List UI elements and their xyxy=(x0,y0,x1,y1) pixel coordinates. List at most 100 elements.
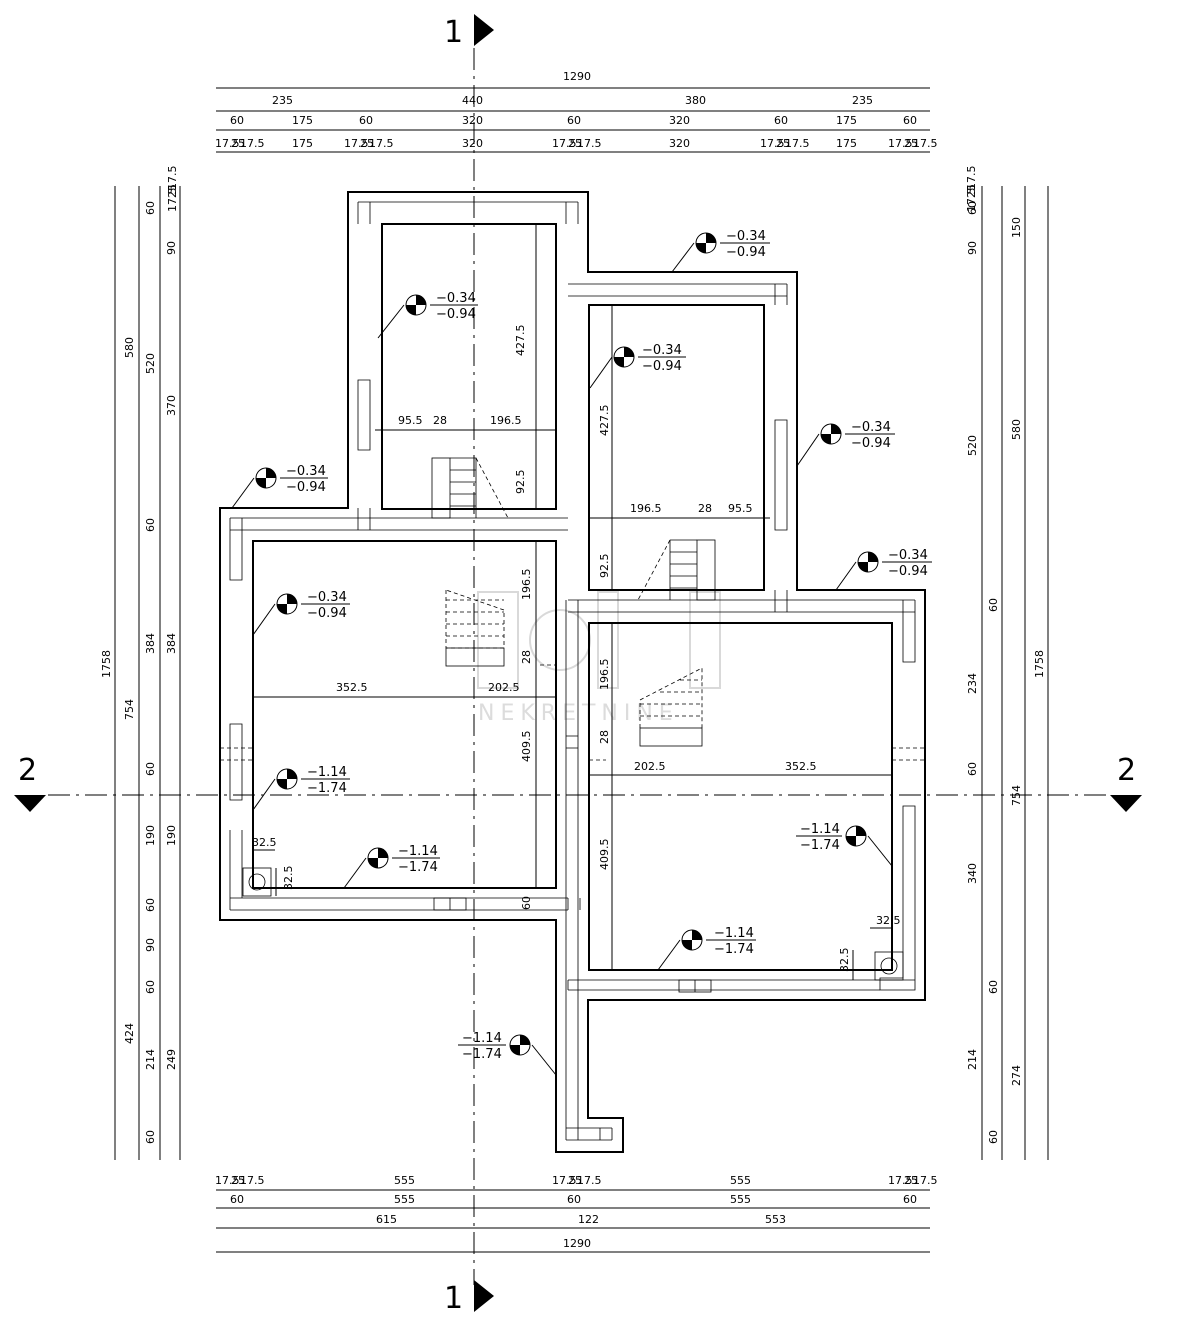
dim-text: 214 xyxy=(966,1049,979,1070)
dim-text: 175 xyxy=(292,137,313,150)
dim-text: 17.5 xyxy=(913,137,938,150)
dim-text: 553 xyxy=(765,1213,786,1226)
dim-text: 340 xyxy=(966,863,979,884)
dim-text: 17.5 xyxy=(215,137,240,150)
dim-text: 1758 xyxy=(100,650,113,678)
dim-text: 427.5 xyxy=(598,405,611,437)
dim-text: 370 xyxy=(165,395,178,416)
dim-text: 25 xyxy=(231,1174,245,1187)
dim-text: 754 xyxy=(1010,785,1023,806)
dim-text: 90 xyxy=(144,938,157,952)
room-ne-upper xyxy=(588,304,765,591)
dim-text: 196.5 xyxy=(520,569,533,601)
dim-text: 60 xyxy=(144,201,157,215)
outer-wall xyxy=(219,191,926,1153)
dim-text: 28 xyxy=(598,730,611,744)
dim-text: 190 xyxy=(165,825,178,846)
dim-text: 17.5 xyxy=(785,137,810,150)
dim-text: 380 xyxy=(685,94,706,107)
dim-text: 122 xyxy=(578,1213,599,1226)
dim-text: 352.5 xyxy=(336,681,368,694)
dim-text: 520 xyxy=(144,353,157,374)
dim-text: 60 xyxy=(987,980,1000,994)
room-sw-lower xyxy=(252,540,557,889)
dim-text: 17.5 xyxy=(965,166,978,191)
dim-text: 60 xyxy=(359,114,373,127)
level-bottom: −0.94 xyxy=(642,359,682,374)
dim-text: 352.5 xyxy=(785,760,817,773)
dim-text: 235 xyxy=(852,94,873,107)
dim-text: 60 xyxy=(567,1193,581,1206)
dim-text: 320 xyxy=(462,137,483,150)
dim-text: 580 xyxy=(1010,419,1023,440)
level-marker: −0.34 −0.94 xyxy=(252,590,350,636)
building-walls xyxy=(219,191,926,1153)
level-marker: −0.34 −0.94 xyxy=(231,464,328,509)
dim-text: 60 xyxy=(903,1193,917,1206)
level-marker: −0.34 −0.94 xyxy=(796,420,895,467)
dim-text: 409.5 xyxy=(520,731,533,763)
dim-text: 17.5 xyxy=(965,188,978,213)
section-arrow-icon xyxy=(1110,795,1142,812)
level-bottom: −1.74 xyxy=(398,860,438,875)
dim-text: 520 xyxy=(966,435,979,456)
dim-text: 32.5 xyxy=(838,948,851,973)
dim-text: 60 xyxy=(230,114,244,127)
level-bottom: −1.74 xyxy=(800,838,840,853)
bottom-dimensions: 17.5 25 17.5 555 17.5 25 17.5 555 17.5 2… xyxy=(215,1174,938,1250)
dim-text: 175 xyxy=(292,114,313,127)
level-marker: −1.14 −1.74 xyxy=(796,822,893,867)
dim-text: 95.5 xyxy=(398,414,423,427)
dim-text: 202.5 xyxy=(488,681,520,694)
dim-text: 90 xyxy=(165,241,178,255)
level-bottom: −1.74 xyxy=(462,1047,502,1062)
level-bottom: −0.94 xyxy=(307,606,347,621)
level-top: −1.14 xyxy=(398,844,438,859)
dimension-lines xyxy=(114,87,1049,1253)
level-marker: −0.34 −0.94 xyxy=(589,343,686,389)
dim-text: 25 xyxy=(360,137,374,150)
dim-text: 409.5 xyxy=(598,839,611,871)
chimney xyxy=(242,867,272,897)
level-top: −0.34 xyxy=(726,229,766,244)
dim-text: 60 xyxy=(144,898,157,912)
level-bottom: −0.94 xyxy=(888,564,928,579)
left-dimensions: 1758 580 754 424 520 384 190 214 60 90 3… xyxy=(100,166,179,1145)
dim-text: 25 xyxy=(904,1174,918,1187)
level-top: −1.14 xyxy=(714,926,754,941)
dim-text: 274 xyxy=(1010,1065,1023,1086)
dim-text: 60 xyxy=(230,1193,244,1206)
dim-text: 25 xyxy=(776,137,790,150)
dim-text: 25 xyxy=(166,184,179,198)
stairs xyxy=(431,457,716,747)
dim-text: 90 xyxy=(966,241,979,255)
dim-text: 190 xyxy=(144,825,157,846)
level-markers: −0.34 −0.94 −0.34 −0.94 −0.34 −0.94 −0.3… xyxy=(231,229,932,1076)
level-top: −0.34 xyxy=(307,590,347,605)
section-arrow-icon xyxy=(14,795,46,812)
dim-text: 384 xyxy=(144,633,157,654)
level-top: −0.34 xyxy=(851,420,891,435)
dim-text: 32.5 xyxy=(282,866,295,891)
dim-text: 17.5 xyxy=(760,137,785,150)
level-marker: −1.14 −1.74 xyxy=(343,844,440,889)
dim-text: 25 xyxy=(904,137,918,150)
level-bottom: −1.74 xyxy=(307,781,347,796)
dim-text: 234 xyxy=(966,673,979,694)
dim-text: 17.5 xyxy=(344,137,369,150)
dim-text: 60 xyxy=(144,1130,157,1144)
dim-text: 92.5 xyxy=(514,470,527,495)
level-bottom: −0.94 xyxy=(436,307,476,322)
level-marker: −1.14 −1.74 xyxy=(252,765,350,811)
dim-text: 32.5 xyxy=(252,836,277,849)
level-marker: −0.34 −0.94 xyxy=(377,291,478,339)
level-top: −1.14 xyxy=(800,822,840,837)
dim-text: 249 xyxy=(165,1049,178,1070)
dim-text: 615 xyxy=(376,1213,397,1226)
dim-text: 60 xyxy=(144,980,157,994)
level-top: −0.34 xyxy=(286,464,326,479)
section-arrow-icon xyxy=(474,1280,494,1312)
section-axis-2: 2 2 xyxy=(14,753,1142,812)
level-top: −1.14 xyxy=(307,765,347,780)
dim-text: 1290 xyxy=(563,70,591,83)
